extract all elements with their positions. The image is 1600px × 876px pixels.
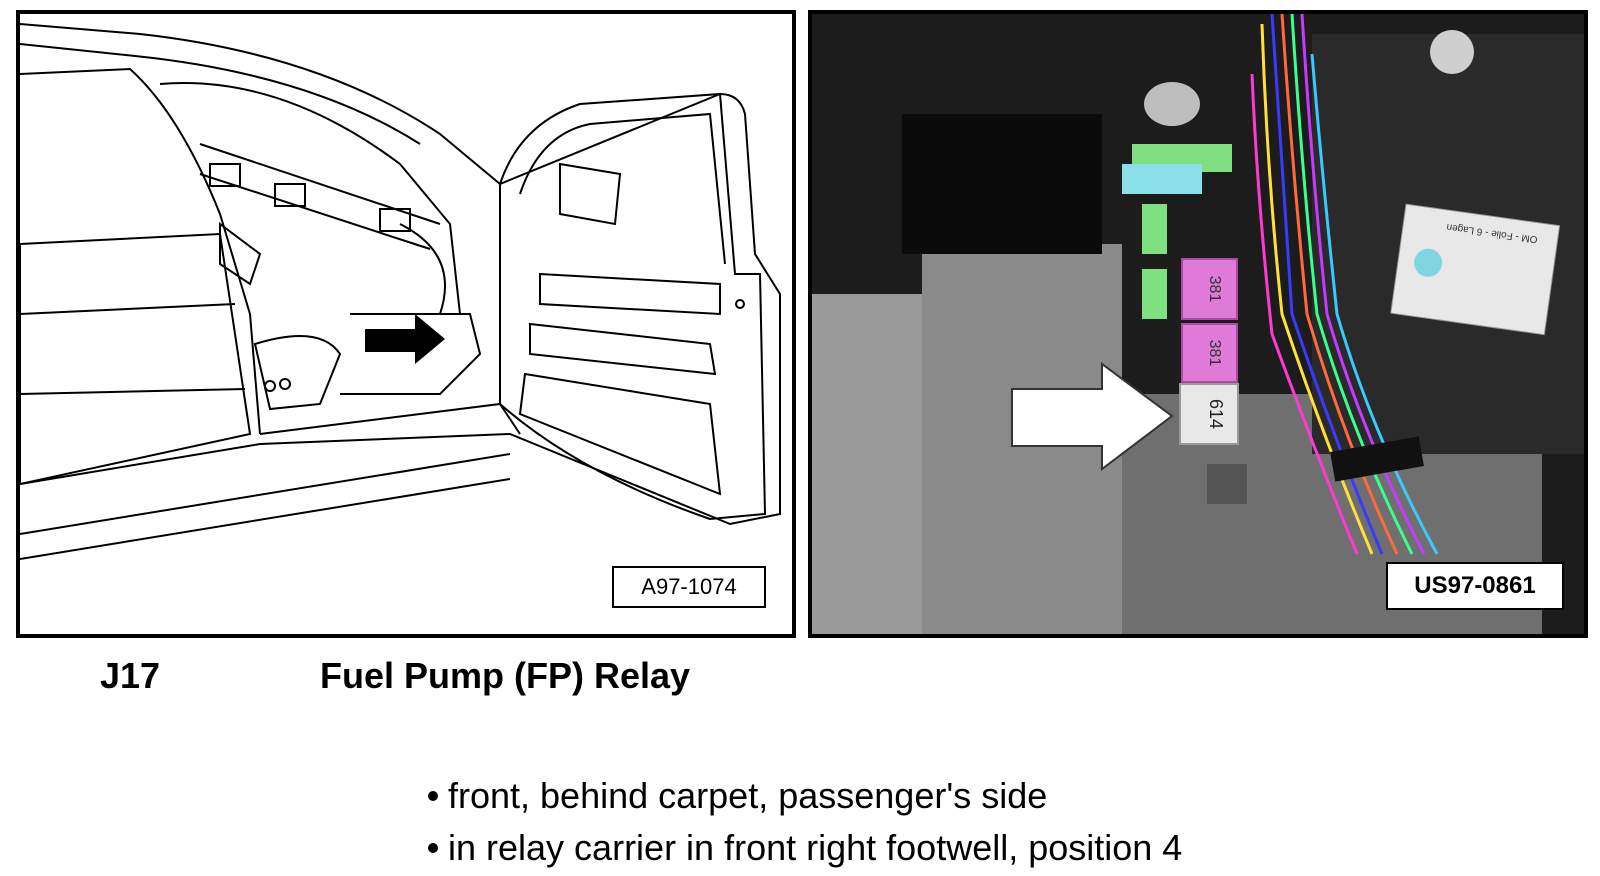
relay-label-3: 614	[1206, 399, 1226, 429]
figure-reference-right: US97-0861	[1386, 562, 1564, 610]
list-item: front, behind carpet, passenger's side	[428, 770, 1182, 822]
car-door-illustration: A97-1074	[16, 10, 796, 638]
relay-label-2: 381	[1206, 340, 1223, 367]
bullet-icon	[428, 791, 438, 801]
relay-carrier-scene: OM - Folie - 6 Lagen 381 381 614	[812, 14, 1584, 634]
relay-label-1: 381	[1206, 276, 1223, 303]
bullet-icon	[428, 843, 438, 853]
list-item: in relay carrier in front right footwell…	[428, 822, 1182, 874]
car-line-drawing	[20, 23, 781, 560]
relay-carrier-photo: OM - Folie - 6 Lagen 381 381 614 U	[808, 10, 1588, 638]
figure-reference-left: A97-1074	[612, 566, 766, 608]
component-code: J17	[100, 655, 161, 696]
component-title: Fuel Pump (FP) Relay	[320, 655, 691, 696]
location-text: in relay carrier in front right footwell…	[448, 827, 1183, 868]
location-list: front, behind carpet, passenger's side i…	[428, 770, 1182, 874]
location-text: front, behind carpet, passenger's side	[448, 775, 1048, 816]
